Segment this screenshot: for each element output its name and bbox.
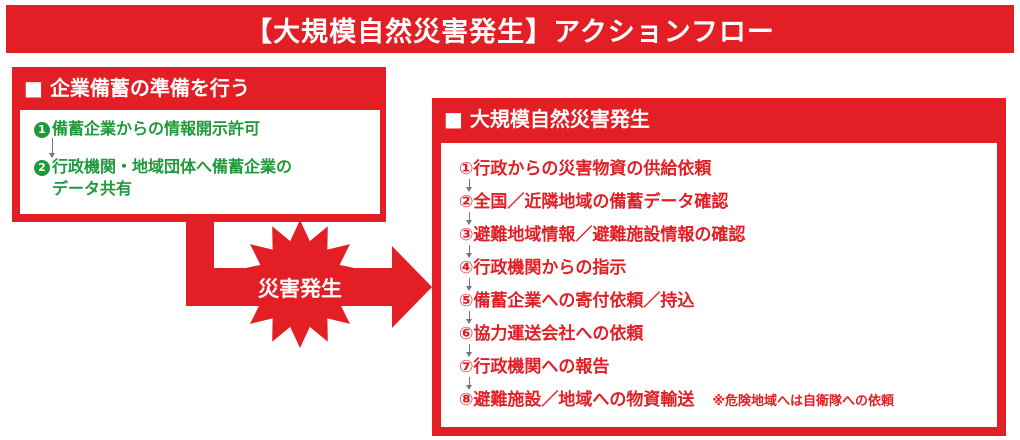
prepare-step-2-text: 行政機関・地域団体へ備蓄企業の — [52, 157, 293, 176]
response-step-connector — [466, 278, 472, 291]
response-step-4: ④行政機関からの指示 — [459, 258, 627, 278]
response-step-6: ⑥協力運送会社への依頼 — [459, 324, 644, 344]
step-number-badge: 2 — [34, 160, 50, 176]
prepare-step-2-cont: データ共有 — [52, 179, 133, 198]
response-note: ※危険地域へは自衛隊への依頼 — [712, 394, 895, 409]
response-step-connector — [466, 377, 472, 390]
prepare-step-connector — [49, 138, 55, 158]
response-step-8-text: ⑧避難施設／地域への物資輸送 — [459, 390, 695, 410]
response-step-list: ①行政からの災害物資の供給依頼 ②全国／近隣地域の備蓄データ確認 ③避難地域情報… — [441, 143, 997, 427]
response-body: ①行政からの災害物資の供給依頼 ②全国／近隣地域の備蓄データ確認 ③避難地域情報… — [441, 143, 997, 427]
prepare-heading: ■ 企業備蓄の準備を行う — [24, 75, 250, 100]
response-heading: ■ 大規模自然災害発生 — [444, 106, 650, 131]
response-step-3: ③避難地域情報／避難施設情報の確認 — [459, 225, 746, 245]
disaster-starburst — [237, 220, 363, 348]
response-step-1: ①行政からの災害物資の供給依頼 — [459, 159, 712, 179]
disaster-label: 災害発生 — [258, 277, 342, 301]
response-step-connector — [466, 212, 472, 225]
response-step-connector — [466, 245, 472, 258]
step-number-badge: 1 — [34, 122, 50, 138]
response-box: ■ 大規模自然災害発生 ①行政からの災害物資の供給依頼 ②全国／近隣地域の備蓄デ… — [432, 98, 1006, 436]
prepare-step-1-text: 備蓄企業からの情報開示許可 — [52, 119, 261, 138]
response-step-connector — [466, 179, 472, 192]
response-step-8: ⑧避難施設／地域への物資輸送 ※危険地域へは自衛隊への依頼 — [459, 388, 894, 414]
page-title: 【大規模自然災害発生】アクションフロー — [6, 5, 1014, 53]
response-step-connector — [466, 344, 472, 357]
response-step-7: ⑦行政機関への報告 — [459, 357, 610, 377]
response-step-5: ⑤備蓄企業への寄付依頼／持込 — [459, 291, 695, 311]
response-step-connector — [466, 311, 472, 324]
response-step-2: ②全国／近隣地域の備蓄データ確認 — [459, 192, 729, 212]
